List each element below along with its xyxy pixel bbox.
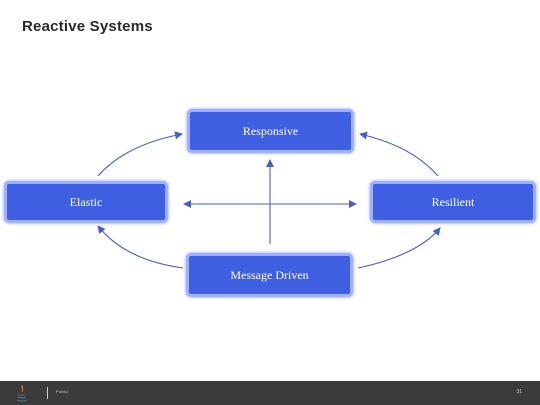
footer-separator (47, 387, 48, 399)
arrow-elastic-to-responsive (97, 131, 183, 177)
node-resilient-label: Resilient (431, 194, 475, 209)
arrow-message-driven-to-resilient (357, 227, 441, 269)
node-responsive-label: Responsive (242, 123, 299, 138)
node-responsive: Responsive (187, 109, 354, 153)
arrow-message-driven-to-elastic (97, 225, 184, 269)
node-elastic: Elastic (4, 181, 168, 223)
slide-title: Reactive Systems (22, 18, 153, 35)
footer-bar: Public 31 (0, 381, 540, 405)
node-elastic-label: Elastic (69, 194, 103, 209)
footer-label: Public (56, 389, 69, 394)
node-message-driven: Message Driven (186, 253, 353, 297)
node-message-driven-label: Message Driven (230, 267, 309, 282)
arrow-resilient-to-responsive (359, 131, 439, 177)
page-number: 31 (516, 389, 522, 395)
node-resilient: Resilient (370, 181, 536, 223)
java-logo-icon (16, 385, 28, 402)
